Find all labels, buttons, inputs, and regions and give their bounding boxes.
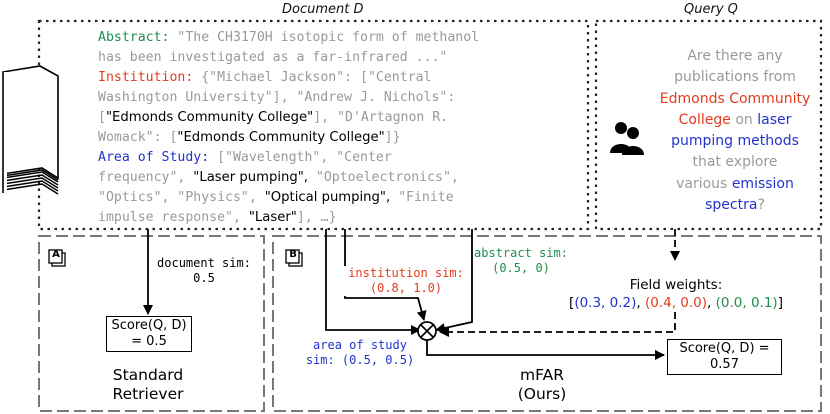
multiply-circle-icon [417,321,437,341]
field-weights-values: [(0.3, 0.2), (0.4, 0.0), (0.0, 0.1)] [569,295,783,311]
abstract-line-1: Abstract: "The CH3170H isotopic form of … [98,30,480,45]
standard-retriever-title: Standard Retriever [112,366,184,403]
field-weights: Field weights: [(0.3, 0.2), (0.4, 0.0), … [540,276,812,312]
document-stack-icon [0,65,59,195]
score-box-a: Score(Q, D) = 0.5 [106,316,192,352]
badge-b-icon [285,249,303,267]
abstract-sim-label: abstract sim: (0.5, 0) [474,246,568,275]
abstract-key: Abstract: [98,30,170,45]
area-line-2: frequency", "Laser pumping", "Optoelectr… [98,170,459,185]
badge-a-label: A [52,249,60,260]
area-line-1: Area of Study: ["Wavelength", "Center [98,150,392,165]
document-box [37,19,590,231]
score-box-b: Score(Q, D) = 0.57 [667,339,782,375]
document-text: Abstract: "The CH3170H isotopic form of … [98,28,479,228]
institution-line-4: Womack": ["Edmonds Community College"]} [98,130,401,145]
institution-sim-label: institution sim: (0.8, 1.0) [344,266,468,296]
institution-line-3: ["Edmonds Community College"], "D'Artagn… [98,110,449,125]
area-sim-label: area of study sim: (0.5, 0.5) [300,338,420,368]
query-header: Query Q [684,2,738,17]
score-output-arrow [426,340,665,360]
institution-key: Institution: [98,70,194,85]
mfar-title: mFAR (Ours) [517,366,567,403]
panel-a-frame [38,235,265,412]
institution-line-1: Institution: {"Michael Jackson": ["Centr… [98,70,432,85]
query-box [594,19,823,231]
document-header: Document D [282,2,364,17]
institution-line-2: Washington University"], "Andrew J. Nich… [98,90,456,105]
abstract-line-2: has been investigated as a far-infrared … [98,50,448,65]
area-sim-arrow [325,229,421,335]
badge-a-icon [48,249,66,267]
badge-b-label: B [289,249,297,260]
field-weights-title: Field weights: [629,277,723,293]
panel-b-frame [272,235,822,412]
area-key: Area of Study: [98,150,210,165]
area-line-3: "Optics", "Physics", "Optical pumping", … [98,190,454,205]
query-text: Are there any publications from Edmonds … [659,48,811,214]
users-icon [610,122,644,155]
institution-sim-arrow [344,229,427,321]
area-line-4: impulse response", "Laser"], …} [98,210,337,225]
document-sim-label: document sim: 0.5 [157,256,251,285]
